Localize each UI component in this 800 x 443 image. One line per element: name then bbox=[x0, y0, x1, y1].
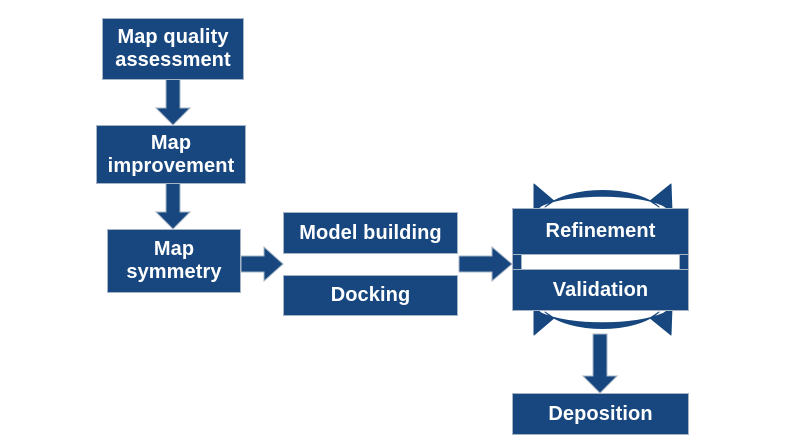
node-label: Map quality assessment bbox=[115, 26, 231, 71]
arrow-symmetry-to-building bbox=[240, 245, 284, 283]
arc-bottom-cycle bbox=[533, 306, 673, 336]
arrow-improvement-to-symmetry bbox=[154, 182, 192, 230]
node-label: Map improvement bbox=[107, 131, 235, 177]
node-label: Docking bbox=[330, 284, 411, 306]
node-label: Model building bbox=[299, 221, 442, 244]
node-deposition[interactable]: Deposition bbox=[512, 393, 689, 435]
node-label: Map symmetry bbox=[126, 238, 222, 283]
arrow-quality-to-improvement bbox=[154, 78, 192, 126]
node-label: Refinement bbox=[545, 220, 656, 242]
node-label: Deposition bbox=[548, 402, 653, 425]
node-map-improvement[interactable]: Map improvement bbox=[96, 125, 246, 184]
node-validation[interactable]: Validation bbox=[512, 269, 689, 311]
node-docking[interactable]: Docking bbox=[283, 275, 458, 316]
node-refinement[interactable]: Refinement bbox=[512, 208, 689, 255]
node-map-symmetry[interactable]: Map symmetry bbox=[107, 229, 241, 293]
arrow-building-to-refinement bbox=[458, 245, 513, 283]
arrow-cycle-to-deposition bbox=[581, 333, 619, 394]
node-map-quality-assessment[interactable]: Map quality assessment bbox=[102, 18, 244, 80]
cycle-connector-right bbox=[679, 254, 689, 270]
node-model-building[interactable]: Model building bbox=[283, 212, 458, 254]
cycle-connector-left bbox=[512, 254, 522, 270]
node-label: Validation bbox=[552, 278, 649, 301]
